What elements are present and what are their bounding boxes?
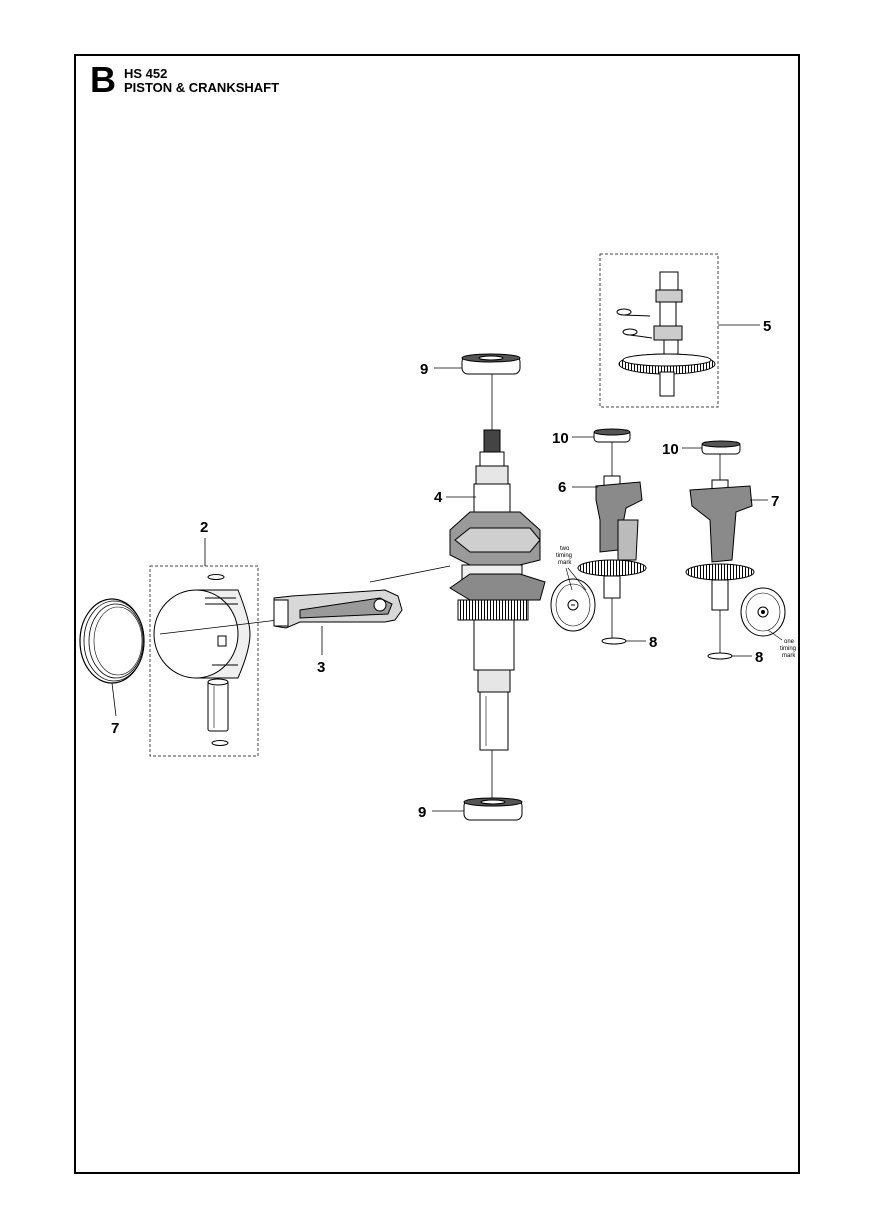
callout-4: 4 bbox=[434, 489, 443, 506]
model-name: HS 452 bbox=[124, 66, 168, 81]
washer-8a bbox=[601, 637, 627, 645]
callout-9-top: 9 bbox=[420, 361, 428, 378]
page-frame bbox=[74, 54, 800, 1174]
callout-2: 2 bbox=[200, 519, 208, 536]
main-bearing-top bbox=[461, 353, 521, 375]
timing-leader-6b bbox=[567, 567, 587, 591]
balancer-shaft-7 bbox=[685, 479, 755, 611]
two-timing-note-line2: timing bbox=[556, 553, 572, 559]
washer-8b bbox=[707, 652, 733, 660]
piston-group-box bbox=[149, 565, 259, 757]
main-bearing-bottom bbox=[463, 797, 523, 821]
callout-8-left: 8 bbox=[649, 634, 657, 651]
two-timing-note-line1: two bbox=[560, 546, 570, 552]
callout-5: 5 bbox=[763, 318, 771, 335]
camshaft-group-box bbox=[599, 253, 719, 408]
timing-leader-6a bbox=[565, 567, 573, 591]
one-timing-note-line1: one bbox=[784, 639, 795, 645]
rod-to-crank-line bbox=[369, 565, 451, 583]
piston-pin-clip-top bbox=[207, 574, 225, 580]
piston-pin-clip-bottom bbox=[211, 740, 229, 746]
callout-3: 3 bbox=[317, 659, 325, 676]
one-timing-note-line2: timing bbox=[780, 646, 796, 652]
balancer-bearing-6 bbox=[593, 428, 631, 443]
two-timing-note-line3: mark bbox=[558, 560, 572, 566]
balancer-shaft-6 bbox=[577, 475, 647, 599]
callout-6: 6 bbox=[558, 479, 566, 496]
crankshaft bbox=[449, 429, 546, 751]
piston-pin bbox=[207, 678, 229, 732]
camshaft bbox=[618, 271, 716, 397]
timing-leader-7 bbox=[767, 629, 783, 641]
piston-ring bbox=[79, 598, 145, 684]
callout-10-left: 10 bbox=[552, 430, 569, 447]
connecting-rod bbox=[273, 589, 403, 629]
diagram-title: PISTON & CRANKSHAFT bbox=[124, 80, 280, 95]
callout-7-ring: 7 bbox=[111, 720, 119, 737]
section-letter: B bbox=[90, 59, 116, 100]
callout-7-shaft: 7 bbox=[771, 493, 779, 510]
piston-axis-line bbox=[159, 619, 279, 635]
piston bbox=[153, 589, 251, 679]
one-timing-note-line3: mark bbox=[782, 653, 796, 659]
callout-10-right: 10 bbox=[662, 441, 679, 458]
balancer-gear-face-6 bbox=[550, 578, 596, 632]
leader-ring bbox=[111, 682, 117, 717]
callout-8-right: 8 bbox=[755, 649, 763, 666]
callout-9-bottom: 9 bbox=[418, 804, 426, 821]
camshaft-pins bbox=[616, 308, 653, 339]
balancer-bearing-7 bbox=[701, 440, 741, 455]
balancer-gear-face-7 bbox=[740, 587, 786, 637]
